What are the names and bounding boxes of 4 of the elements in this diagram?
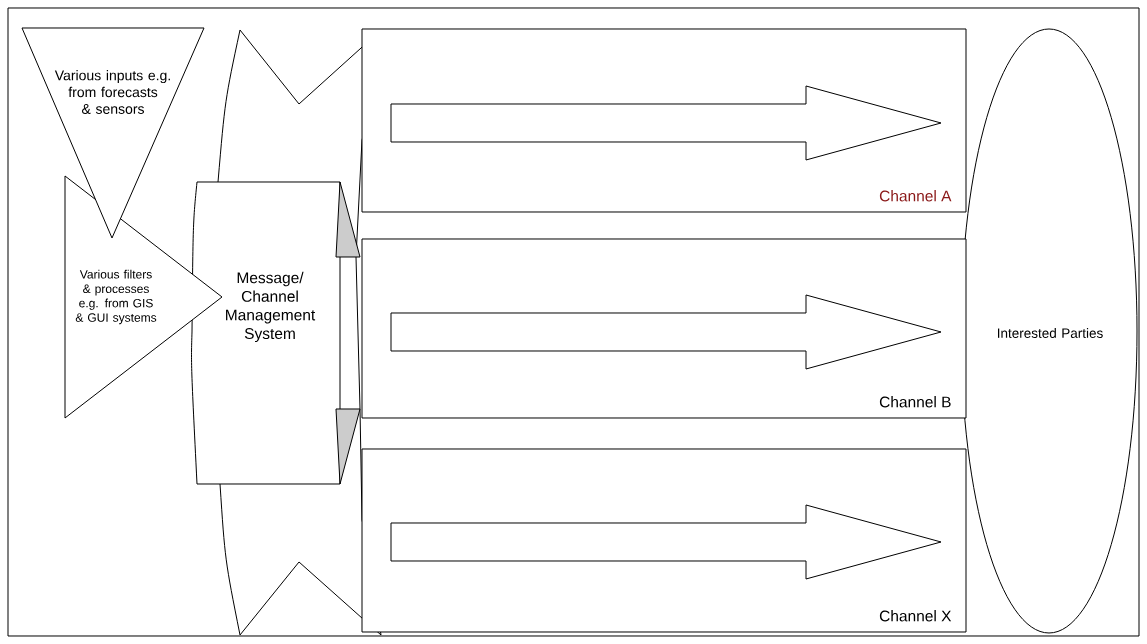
channel-box: Channel X <box>361 448 967 633</box>
process-box: Message/ Channel Management System <box>191 181 361 485</box>
channel-box: Channel A <box>361 28 967 213</box>
channel-box: Channel B <box>361 238 967 419</box>
